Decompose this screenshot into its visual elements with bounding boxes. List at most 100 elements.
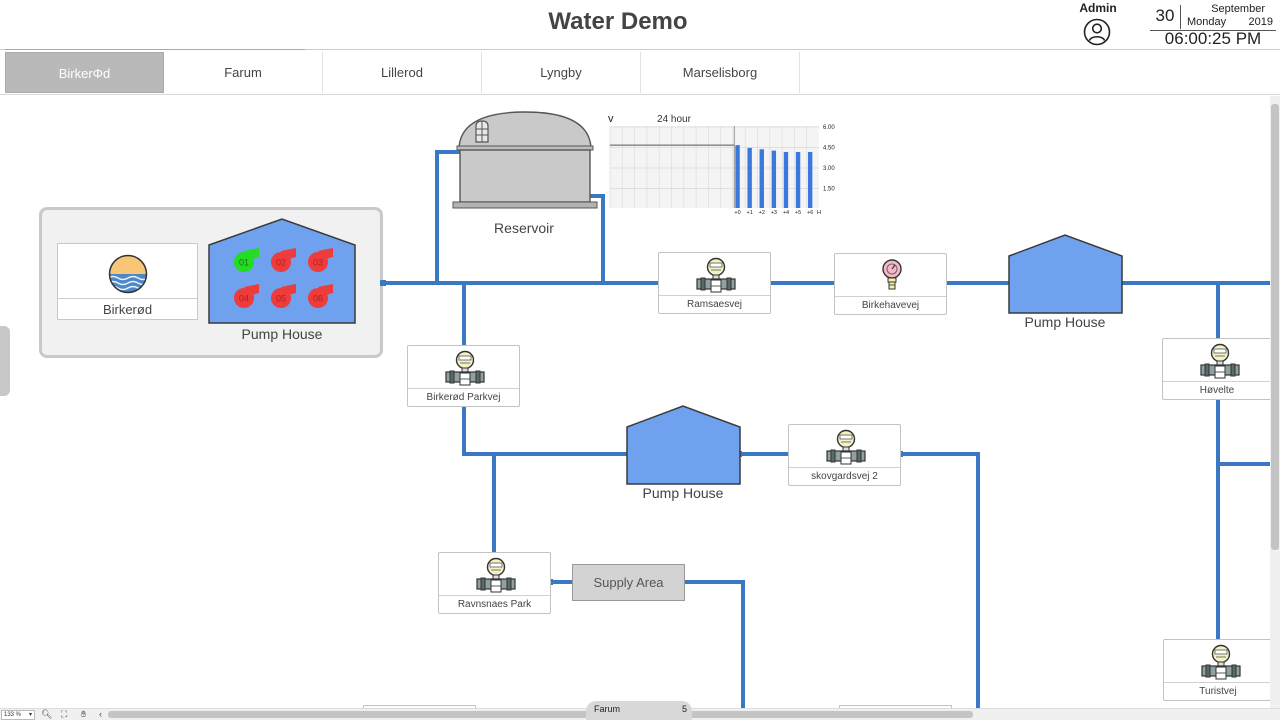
tab-farum[interactable]: Farum <box>164 52 323 93</box>
pump-house-south-label: Pump House <box>642 485 724 501</box>
chart-bar-+2 <box>759 149 764 208</box>
meter-divider <box>789 467 900 468</box>
pump-house-label: Pump House <box>241 326 323 342</box>
meter-divider <box>835 296 946 297</box>
chart-x-tick-label: +0 <box>734 210 740 216</box>
pump-04[interactable]: 04 <box>234 284 259 308</box>
pump-house-main[interactable]: 01 02 03 04 05 06 <box>208 218 356 324</box>
pressure-gauge-icon <box>882 259 902 290</box>
chart-bar-+0 <box>735 145 740 208</box>
meter-label: Ramsaesvej <box>686 299 743 310</box>
pump-label: 05 <box>276 294 286 304</box>
meter-label: Birkehavevej <box>861 300 920 311</box>
vertical-scrollbar-thumb[interactable] <box>1271 104 1279 550</box>
date-day: 30 <box>1155 6 1175 25</box>
date-divider <box>1180 5 1181 29</box>
flow-meter-icon <box>826 429 866 465</box>
date-underline <box>1150 30 1276 31</box>
site-card-birkerod[interactable]: Birkerød <box>57 243 198 320</box>
chart-y-tick-label: 3.00 <box>823 166 835 172</box>
reservoir-tank-icon[interactable] <box>451 111 599 212</box>
pump-01[interactable]: 01 <box>234 248 259 272</box>
meter-label: Birkerød Parkvej <box>426 392 501 403</box>
chart-x-tick-label: +5 <box>795 210 801 216</box>
meter-ravnsnaes-park[interactable]: Ravnsnaes Park <box>438 552 551 614</box>
pump-house-east[interactable] <box>1008 234 1123 314</box>
side-panel-handle[interactable] <box>0 326 10 396</box>
zoom-tool-icon[interactable]: 🔍︎ <box>41 709 53 719</box>
zoom-level: 133 % <box>4 712 22 718</box>
pump-03[interactable]: 03 <box>308 248 333 272</box>
date-year: 2019 <box>1248 16 1273 28</box>
page-number: 5 <box>681 704 687 714</box>
chart-x-tick-label: +4 <box>783 210 789 216</box>
pump-house-east-label: Pump House <box>1024 314 1106 330</box>
tab-birkerod[interactable]: BirkerΦd <box>5 52 164 93</box>
water-source-icon <box>108 254 148 294</box>
chart-x-tick-label: +3 <box>771 210 777 216</box>
header-divider-accent <box>5 49 305 50</box>
flow-meter-icon <box>445 350 485 386</box>
flow-meter-icon <box>1200 343 1240 379</box>
user-name[interactable]: Admin <box>1079 1 1117 15</box>
meter-birkehavevej[interactable]: Birkehavevej <box>834 253 947 315</box>
meter-ramsaesvej[interactable]: Ramsaesvej <box>658 252 771 314</box>
flow-meter-icon <box>476 557 516 593</box>
pump-house-south[interactable] <box>626 405 741 485</box>
meter-label: Ravnsnaes Park <box>457 599 532 610</box>
meter-birkerod-parkvej[interactable]: Birkerød Parkvej <box>407 345 520 407</box>
chart-collapse-toggle[interactable]: v <box>608 113 614 125</box>
meter-turistvej[interactable]: Turistvej <box>1163 639 1273 701</box>
meter-label: skovgardsvej 2 <box>811 471 878 482</box>
flow-meter-icon <box>1201 644 1241 680</box>
fit-to-window-icon[interactable]: ⛶ <box>61 709 68 719</box>
tab-marselisborg[interactable]: Marselisborg <box>641 52 800 93</box>
meter-divider <box>408 388 519 389</box>
tabs-divider <box>0 94 1280 95</box>
chart-bar-+6 <box>807 151 813 208</box>
chart-title: 24 hour <box>657 114 691 125</box>
chart-bar-+4 <box>783 151 789 208</box>
reservoir-label: Reservoir <box>494 220 554 236</box>
chart-y-tick-label: 6.00 <box>823 125 835 131</box>
page-title: Water Demo <box>548 8 688 35</box>
pump-label: 01 <box>239 258 249 268</box>
site-card-divider <box>58 298 197 299</box>
pump-label: 02 <box>276 258 286 268</box>
supply-area-button[interactable]: Supply Area <box>572 564 685 601</box>
chart-x-tick-label: +2 <box>759 210 765 216</box>
pump-label: 03 <box>313 258 323 268</box>
user-avatar-icon[interactable] <box>1083 18 1111 46</box>
date-weekday: Monday <box>1187 16 1227 28</box>
site-label: Birkerød <box>102 302 153 317</box>
meter-label: Høvelte <box>1199 385 1235 396</box>
tab-lillerod[interactable]: Lillerod <box>323 52 482 93</box>
pump-label: 04 <box>239 294 249 304</box>
chart-x-tick-label: +1 <box>747 210 753 216</box>
meter-divider <box>1163 381 1271 382</box>
meter-divider <box>439 595 550 596</box>
chart-bar-+1 <box>747 147 752 208</box>
meter-hovelte[interactable]: Høvelte <box>1162 338 1272 400</box>
zoom-select[interactable]: 133 % ▾ <box>1 710 35 720</box>
flow-meter-icon <box>696 257 736 293</box>
meter-skovgardsvej-2[interactable]: skovgardsvej 2 <box>788 424 901 486</box>
pump-02[interactable]: 02 <box>271 248 296 272</box>
meter-label: Turistvej <box>1199 686 1237 697</box>
pan-hand-icon[interactable]: ✋︎ <box>81 709 87 719</box>
chart-x-unit-label: H <box>817 210 821 216</box>
date-month: September <box>1211 3 1265 15</box>
tab-lyngby[interactable]: Lyngby <box>482 52 641 93</box>
page-indicator[interactable]: Farum 5 <box>586 701 692 720</box>
chart-y-tick-label: 4.50 <box>823 146 835 152</box>
chart-bar-+3 <box>771 150 777 208</box>
chevron-down-icon: ▾ <box>28 712 32 718</box>
pump-05[interactable]: 05 <box>271 284 296 308</box>
pump-06[interactable]: 06 <box>308 284 333 308</box>
page-name: Farum <box>594 704 621 714</box>
clock-time: 06:00:25 PM <box>1164 29 1262 48</box>
meter-divider <box>1164 682 1272 683</box>
scroll-left-arrow-icon[interactable]: ‹ <box>99 709 102 719</box>
horizontal-scrollbar-thumb[interactable] <box>108 711 973 718</box>
